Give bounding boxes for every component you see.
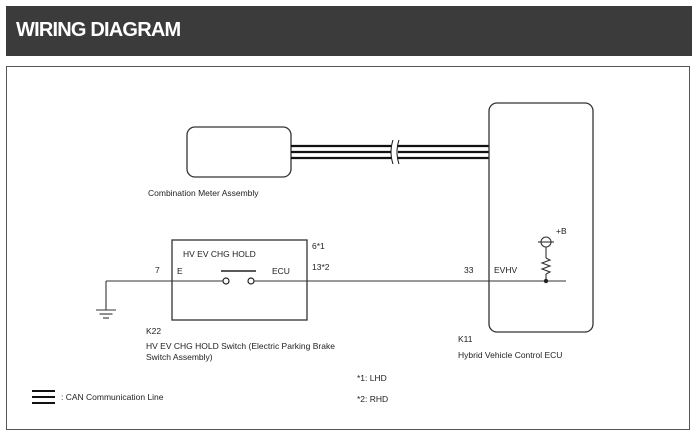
- pin-e-label: E: [177, 266, 183, 276]
- supply-label: +B: [556, 226, 567, 236]
- note-rhd: *2: RHD: [357, 394, 388, 404]
- pin-ecu-label: ECU: [272, 266, 290, 276]
- pin-ecu-rhd: 13*2: [312, 262, 330, 272]
- can-line: [291, 144, 489, 160]
- switch-name-line2: Switch Assembly): [146, 352, 213, 362]
- hybrid-ecu-box[interactable]: [488, 102, 594, 333]
- can-line-break: [390, 139, 400, 165]
- switch-name-line1: HV EV CHG HOLD Switch (Electric Parking …: [146, 341, 335, 351]
- page-header: WIRING DIAGRAM: [6, 6, 692, 56]
- can-legend-icon: [32, 390, 55, 404]
- combination-meter-box[interactable]: [186, 126, 292, 178]
- ecu-code: K11: [458, 334, 473, 344]
- ecu-pin-number: 33: [464, 265, 474, 275]
- combination-meter-label: Combination Meter Assembly: [148, 188, 259, 198]
- ecu-name: Hybrid Vehicle Control ECU: [458, 350, 562, 360]
- signal-wire: [105, 280, 566, 310]
- ground-icon: [96, 309, 116, 319]
- switch-box[interactable]: [171, 239, 308, 321]
- pin-ecu-lhd: 6*1: [312, 241, 325, 251]
- page-title: WIRING DIAGRAM: [16, 19, 181, 41]
- pullup-resistor-icon: [538, 236, 554, 281]
- junction-dot: [543, 278, 549, 284]
- ecu-pin-label: EVHV: [494, 265, 517, 275]
- note-lhd: *1: LHD: [357, 373, 387, 383]
- switch-inner-title: HV EV CHG HOLD: [183, 249, 256, 259]
- can-legend-label: : CAN Communication Line: [61, 392, 164, 402]
- pin-e-number: 7: [155, 265, 160, 275]
- switch-code: K22: [146, 326, 161, 336]
